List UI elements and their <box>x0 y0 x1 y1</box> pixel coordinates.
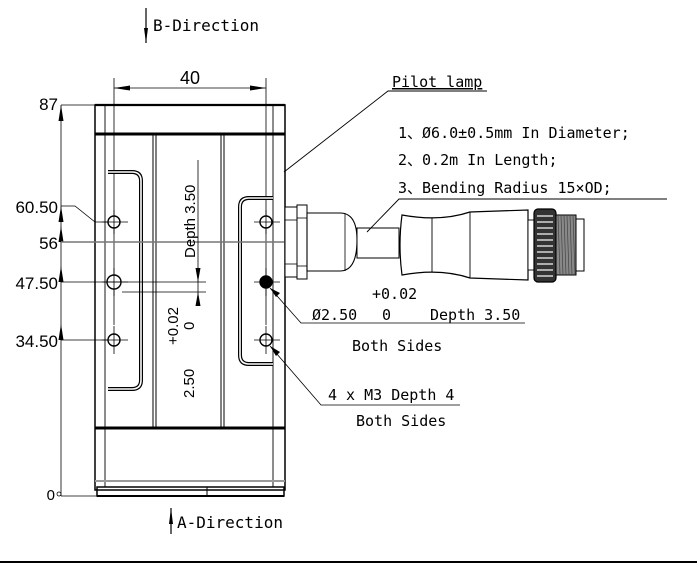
pin-hole-tol-upper: +0.02 <box>372 285 417 303</box>
pilot-lamp-spec-2: 2、0.2m In Length; <box>398 151 558 169</box>
pin-hole-callout: +0.02 Ø2.50 0 Depth 3.50 Both Sides <box>269 285 525 355</box>
right-holes <box>254 210 280 354</box>
cable-connector-assembly <box>284 204 585 283</box>
sensor-body <box>94 103 286 497</box>
pin-hole <box>254 268 280 296</box>
pin-hole-sides: Both Sides <box>352 337 442 355</box>
center-nominal: 2.50 <box>181 369 198 398</box>
pilot-lamp-spec-1: 1、Ø6.0±0.5mm In Diameter; <box>398 124 630 142</box>
thread-spec: 4 x M3 Depth 4 <box>328 386 454 404</box>
m3-hole-bottom <box>254 326 280 354</box>
dim-label-34-50: 34.50 <box>15 332 58 351</box>
b-direction-label: B-Direction <box>153 16 259 35</box>
b-direction-indicator: B-Direction <box>144 8 259 43</box>
pin-hole-diameter: Ø2.50 <box>312 306 357 324</box>
pilot-lamp-spec-3: 3、Bending Radius 15×OD; <box>398 179 612 197</box>
center-tol-upper: +0.02 <box>165 307 182 345</box>
dim-label-47-50: 47.50 <box>15 274 58 293</box>
pin-hole-tol-lower: 0 <box>382 306 391 324</box>
a-direction-label: A-Direction <box>177 513 283 532</box>
thread-callout: 4 x M3 Depth 4 Both Sides <box>269 345 460 430</box>
dim-label-60-50: 60.50 <box>15 198 58 217</box>
pilot-lamp-title: Pilot lamp <box>392 73 482 91</box>
width-dimension-label: 40 <box>180 68 200 88</box>
a-direction-arrow-icon <box>169 508 173 524</box>
dim-label-87: 87 <box>39 95 58 114</box>
pilot-lamp-callout: Pilot lamp 1、Ø6.0±0.5mm In Diameter; 2、0… <box>283 73 667 233</box>
center-tol-lower: 0 <box>181 322 198 330</box>
vertical-dimensions: 87 60.50 56 47.50 34.50 0 <box>15 95 380 504</box>
width-dimension: 40 <box>113 68 267 325</box>
dim-label-0: 0 <box>47 487 55 504</box>
a-direction-indicator: A-Direction <box>169 508 283 534</box>
pin-hole-depth: Depth 3.50 <box>430 306 520 324</box>
m3-hole-top <box>254 210 280 234</box>
b-direction-arrow-icon <box>144 28 148 43</box>
dim-label-56: 56 <box>39 234 58 253</box>
center-depth-label: Depth 3.50 <box>182 185 199 258</box>
thread-sides: Both Sides <box>356 412 446 430</box>
center-pin-note: Depth 3.50 +0.02 0 2.50 <box>165 160 201 398</box>
